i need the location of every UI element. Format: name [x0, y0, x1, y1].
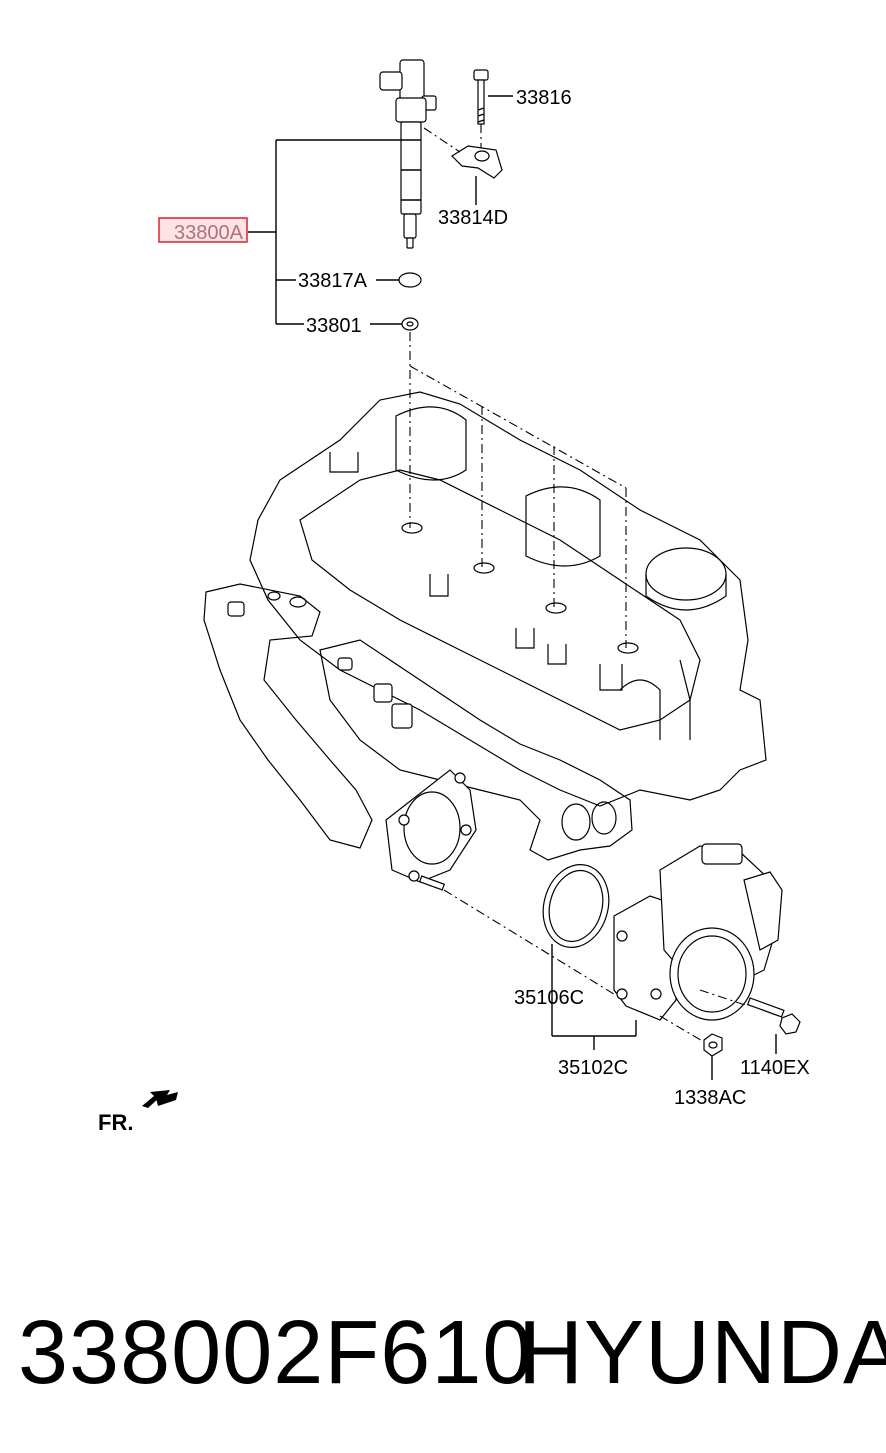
- footer-caption: 338002F610 HYUNDAI: [0, 1288, 886, 1418]
- label-33801[interactable]: 33801: [306, 315, 362, 337]
- flange-bolt-1140ex: [746, 997, 801, 1035]
- highlight-box: [158, 217, 248, 243]
- label-35102c[interactable]: 35102C: [558, 1057, 628, 1079]
- label-33816[interactable]: 33816: [516, 87, 572, 109]
- o-ring-33817a: [398, 272, 422, 288]
- parts-diagram: 33800A 33816 33814D 33817A 33801 35106C …: [98, 59, 810, 1135]
- throttle-body-35102c: [613, 843, 783, 1021]
- gasket-35106c: [542, 863, 610, 949]
- front-arrow-icon: [142, 1090, 178, 1108]
- clamp-33814d: [451, 145, 503, 179]
- label-1140ex[interactable]: 1140EX: [740, 1057, 810, 1079]
- manifold-flange: [385, 769, 477, 891]
- fuel-injector: [379, 59, 437, 249]
- label-33814d[interactable]: 33814D: [438, 207, 508, 229]
- washer-33801: [401, 317, 419, 331]
- engine-cylinder-head: [249, 391, 767, 807]
- intake-manifold: [203, 583, 633, 861]
- nut-1338ac: [703, 1033, 723, 1057]
- bolt-33816: [473, 69, 489, 125]
- front-indicator-label: FR.: [98, 1110, 133, 1135]
- label-35106c[interactable]: 35106C: [514, 987, 584, 1009]
- brand-name: HYUNDAI: [518, 1303, 886, 1403]
- part-number: 338002F610: [18, 1303, 534, 1403]
- label-1338ac[interactable]: 1338AC: [674, 1087, 746, 1109]
- label-33817a[interactable]: 33817A: [298, 270, 368, 292]
- label-33800a[interactable]: 33800A: [174, 222, 244, 244]
